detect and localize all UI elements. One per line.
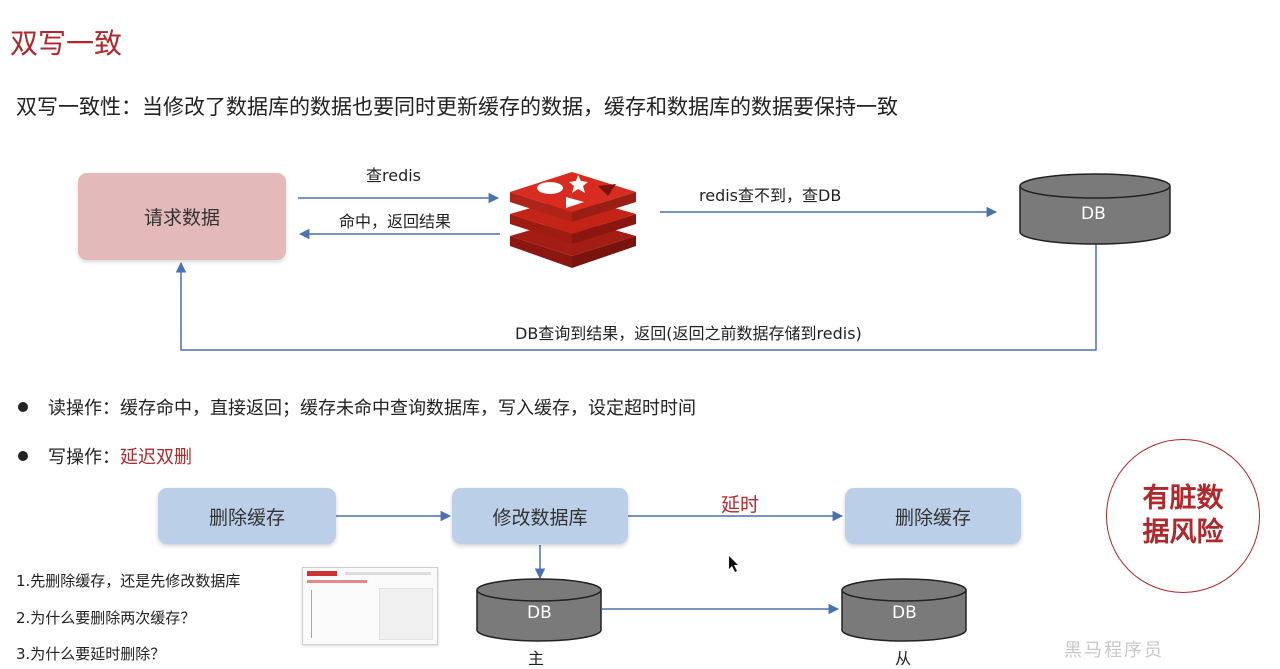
dirty-data-risk-badge: 有脏数 据风险 — [1106, 439, 1260, 593]
arrow-db-return — [175, 244, 1097, 351]
read-op-bullet: 读操作：缓存命中，直接返回；缓存未命中查询数据库，写入缓存，设定超时时间 — [18, 394, 696, 420]
redis-logo-icon — [510, 172, 636, 268]
question-2: 2.为什么要删除两次缓存？ — [16, 609, 196, 627]
delay-label: 延时 — [721, 494, 760, 516]
delete-cache-label-2: 删除缓存 — [894, 506, 971, 529]
master-label: 主 — [528, 649, 545, 668]
page-title: 双写一致 — [10, 27, 123, 60]
definition-text: 双写一致性：当修改了数据库的数据也要同时更新缓存的数据，缓存和数据库的数据要保持… — [16, 95, 898, 119]
modify-db-box: 修改数据库 — [452, 488, 628, 544]
bullet-dot-icon — [18, 402, 28, 412]
db-result-label: DB查询到结果，返回(返回之前数据存储到redis) — [515, 324, 862, 343]
write-op-bullet: 写操作：延迟双删 — [18, 443, 192, 469]
risk-line-1: 有脏数 — [1142, 483, 1224, 514]
db-master-icon — [476, 578, 602, 642]
delete-cache-label-1: 删除缓存 — [208, 506, 285, 529]
slave-label: 从 — [895, 649, 912, 668]
query-redis-label: 查redis — [366, 166, 422, 185]
hit-return-label: 命中，返回结果 — [339, 212, 452, 231]
thumbnail-header-bar — [345, 572, 431, 575]
request-data-label: 请求数据 — [143, 207, 220, 229]
watermark: 黑马程序员 — [1064, 640, 1164, 661]
delete-cache-box-1: 删除缓存 — [158, 488, 336, 544]
write-op-prefix: 写操作： — [48, 447, 120, 468]
request-data-box: 请求数据 — [78, 173, 286, 260]
write-op-highlight: 延迟双删 — [120, 447, 192, 468]
thumbnail-title-bar — [307, 580, 367, 583]
bullet-dot-icon — [18, 451, 28, 461]
slide-thumbnail — [302, 567, 438, 645]
mouse-cursor-icon — [729, 556, 738, 572]
question-3: 3.为什么要延时删除？ — [16, 645, 166, 663]
db-slave-icon — [841, 578, 967, 642]
delete-cache-box-2: 删除缓存 — [845, 488, 1021, 544]
risk-line-2: 据风险 — [1142, 517, 1224, 548]
redis-miss-label: redis查不到，查DB — [699, 186, 842, 205]
question-1: 1.先删除缓存，还是先修改数据库 — [16, 572, 241, 590]
db-master-label: DB — [527, 603, 552, 623]
db-label: DB — [1081, 204, 1106, 224]
thumbnail-flow — [311, 590, 372, 638]
read-op-text: 读操作：缓存命中，直接返回；缓存未命中查询数据库，写入缓存，设定超时时间 — [48, 398, 696, 419]
db-slave-label: DB — [892, 603, 917, 623]
thumbnail-panel — [379, 588, 433, 640]
thumbnail-logo-icon — [307, 571, 337, 576]
modify-db-label: 修改数据库 — [492, 506, 588, 529]
db-cylinder-icon — [1019, 173, 1171, 245]
